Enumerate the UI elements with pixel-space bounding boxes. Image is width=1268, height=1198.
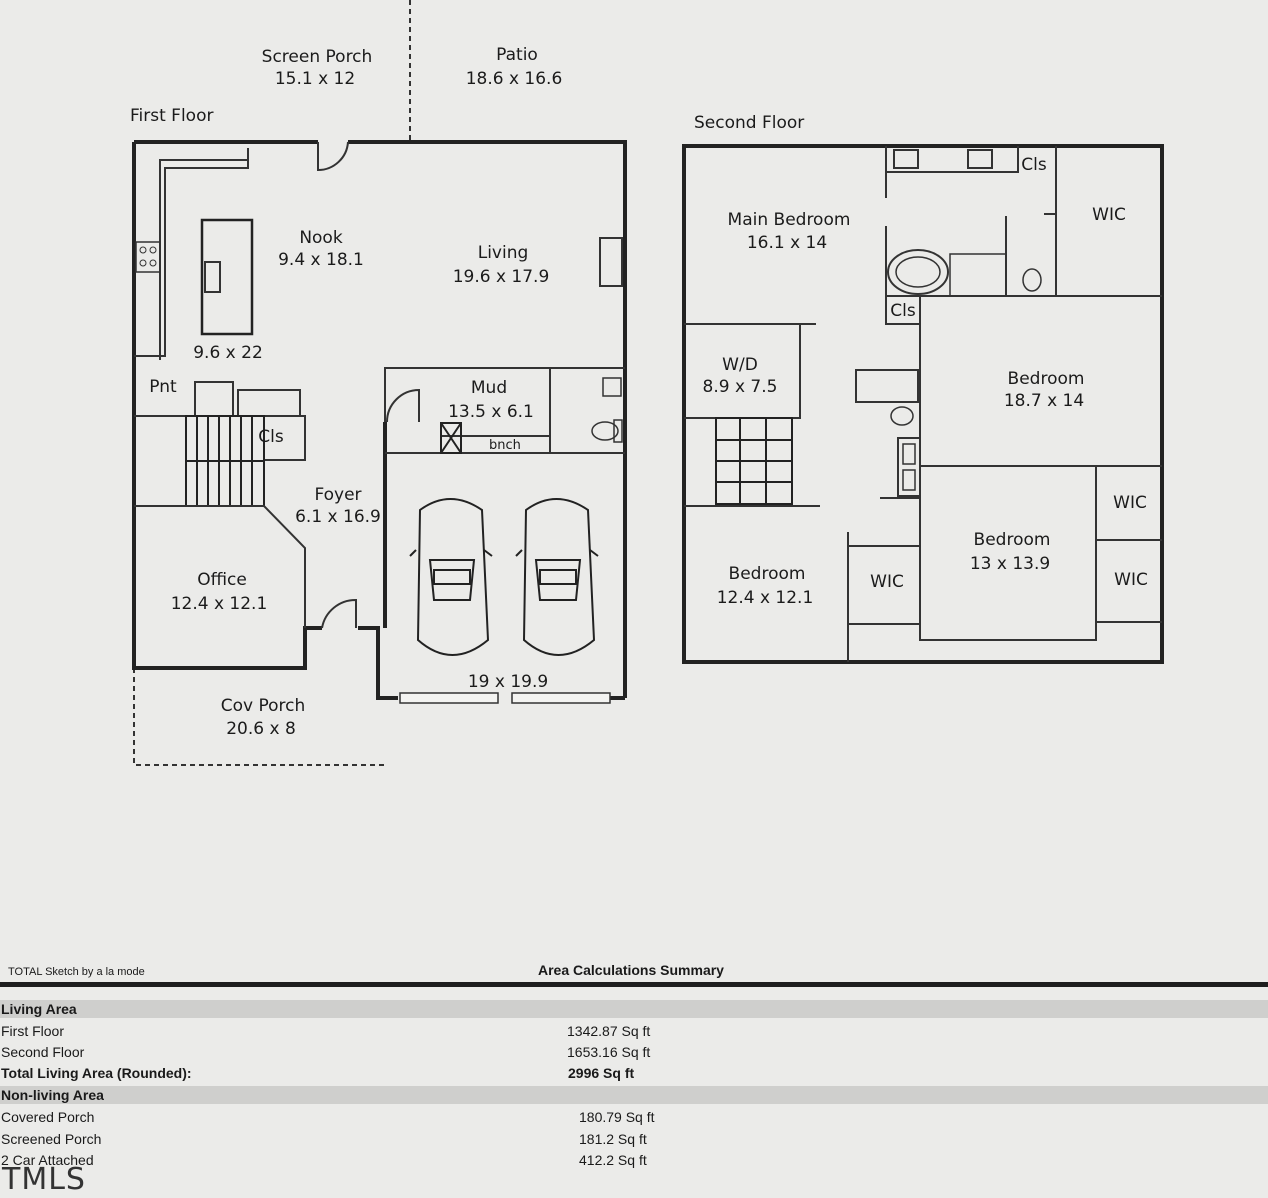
second-floor-plan	[682, 144, 1164, 664]
first-floor-row-label: First Floor	[1, 1023, 64, 1039]
living-area-header-label: Living Area	[1, 1001, 77, 1017]
second-floor-row-value: 1653.16 Sq ft	[567, 1044, 651, 1060]
living-dims: 19.6 x 17.9	[453, 267, 550, 287]
nonliving-area-header-label: Non-living Area	[1, 1087, 104, 1103]
car-icon	[409, 498, 493, 656]
covered-porch-label: Covered Porch	[1, 1109, 95, 1125]
foyer-dims: 6.1 x 16.9	[295, 507, 381, 527]
closet-mid-label: Cls	[890, 301, 916, 321]
closet-top-label: Cls	[1021, 155, 1047, 175]
nook-name: Nook	[299, 228, 343, 248]
tmls-watermark: TMLS	[2, 1162, 86, 1197]
second-floor-row-label: Second Floor	[1, 1044, 85, 1060]
mud-name: Mud	[471, 378, 507, 398]
office-name: Office	[197, 570, 247, 590]
first-floor-row: First Floor 1342.87 Sq ft	[0, 1023, 1268, 1044]
summary-title: Area Calculations Summary	[538, 962, 724, 978]
closet-label: Cls	[258, 427, 284, 447]
screened-porch-row: Screened Porch 181.2 Sq ft	[0, 1131, 1268, 1152]
total-living-label: Total Living Area (Rounded):	[1, 1065, 192, 1081]
screen-porch-dims: 15.1 x 12	[275, 69, 355, 89]
garage-dims: 19 x 19.9	[468, 672, 548, 692]
wic-main-label: WIC	[1092, 205, 1126, 225]
nonliving-area-header: Non-living Area	[0, 1087, 1268, 1108]
patio-dims: 18.6 x 16.6	[466, 69, 563, 89]
car-attached-label: 2 Car Attached	[1, 1152, 94, 1168]
wic-left-label: WIC	[870, 572, 904, 592]
sketch-credit: TOTAL Sketch by a la mode	[8, 966, 145, 978]
wd-name: W/D	[722, 355, 758, 375]
bedroom-center-name: Bedroom	[974, 530, 1051, 550]
bedroom-right-dims: 18.7 x 14	[1004, 391, 1084, 411]
main-bedroom-name: Main Bedroom	[728, 210, 851, 230]
total-living-value: 2996 Sq ft	[568, 1065, 635, 1081]
bedroom-left-dims: 12.4 x 12.1	[717, 588, 814, 608]
second-floor-row: Second Floor 1653.16 Sq ft	[0, 1044, 1268, 1065]
bedroom-right-name: Bedroom	[1008, 369, 1085, 389]
cov-porch-name: Cov Porch	[221, 696, 306, 716]
nook-dims: 9.4 x 18.1	[278, 250, 364, 270]
main-bedroom-dims: 16.1 x 14	[747, 233, 827, 253]
patio-name: Patio	[496, 45, 538, 65]
cov-porch-dims: 20.6 x 8	[226, 719, 296, 739]
car-attached-value: 412.2 Sq ft	[579, 1152, 647, 1168]
screen-porch-name: Screen Porch	[262, 47, 373, 67]
wic-right-top-label: WIC	[1113, 493, 1147, 513]
first-floor-plan	[132, 0, 627, 766]
living-area-band	[0, 1000, 1268, 1018]
mud-dims: 13.5 x 6.1	[448, 402, 534, 422]
nonliving-area-band	[0, 1086, 1268, 1104]
floor-plan: First Floor Second Floor Screen Porch 15…	[130, 0, 1164, 766]
pantry-label: Pnt	[149, 377, 177, 397]
car-attached-row: 2 Car Attached 412.2 Sq ft	[0, 1152, 1268, 1173]
bedroom-center-dims: 13 x 13.9	[970, 554, 1050, 574]
bench-label: bnch	[489, 438, 521, 453]
first-floor-title: First Floor	[130, 106, 213, 126]
foyer-name: Foyer	[314, 485, 361, 505]
first-floor-row-value: 1342.87 Sq ft	[567, 1023, 651, 1039]
living-name: Living	[478, 243, 529, 263]
screened-porch-label: Screened Porch	[1, 1131, 102, 1147]
covered-porch-value: 180.79 Sq ft	[579, 1109, 655, 1125]
bedroom-left-name: Bedroom	[729, 564, 806, 584]
summary-rule	[0, 982, 1268, 987]
wd-dims: 8.9 x 7.5	[703, 377, 778, 397]
living-area-header: Living Area	[0, 1001, 1268, 1022]
screened-porch-value: 181.2 Sq ft	[579, 1131, 647, 1147]
second-floor-title: Second Floor	[694, 113, 804, 133]
wic-right-bottom-label: WIC	[1114, 570, 1148, 590]
office-dims: 12.4 x 12.1	[171, 594, 268, 614]
total-living-row: Total Living Area (Rounded): 2996 Sq ft	[0, 1065, 1268, 1086]
kitchen-dims: 9.6 x 22	[193, 343, 263, 363]
covered-porch-row: Covered Porch 180.79 Sq ft	[0, 1109, 1268, 1130]
car-icon	[515, 498, 599, 656]
